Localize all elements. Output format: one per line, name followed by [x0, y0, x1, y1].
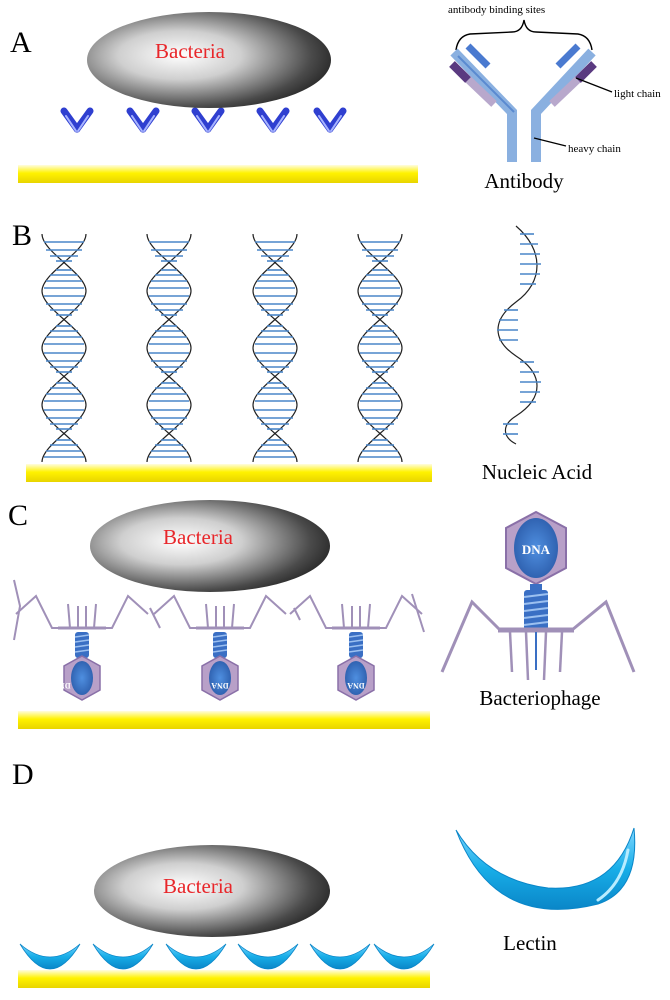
dna-double-helix — [252, 233, 298, 463]
surface-antibody — [260, 111, 286, 161]
lectin-structure-diagram — [455, 827, 636, 910]
panel-c: C DNA DNA DNA Bacteria — [8, 499, 636, 729]
surface-lectin — [19, 943, 81, 970]
immobilized-phage — [14, 594, 150, 702]
dna-probe-array — [41, 233, 403, 463]
phage-dna-label: DNA — [53, 681, 71, 690]
surface-antibody — [64, 111, 90, 161]
lectin-array — [19, 943, 435, 970]
surface-lectin — [309, 943, 371, 970]
heavy-chain-label: heavy chain — [568, 143, 621, 155]
panel-b: B — [12, 219, 593, 484]
phage-dna-label: DNA — [347, 681, 365, 690]
bacteria-label-c: Bacteria — [163, 525, 234, 549]
surface-lectin — [92, 943, 154, 970]
binding-sites-label: antibody binding sites — [448, 4, 545, 16]
surface-lectin — [165, 943, 227, 970]
bacteria-cell-c — [90, 500, 330, 592]
dna-double-helix — [146, 233, 192, 463]
bacteria-label-d: Bacteria — [163, 874, 234, 898]
bacteriophage-structure-diagram — [440, 510, 636, 681]
bacteriophage-legend-title: Bacteriophage — [479, 686, 600, 710]
light-chain-label: light chain — [614, 88, 661, 100]
single-strand-nucleic-acid — [497, 225, 541, 445]
sensor-surface-a — [18, 165, 418, 183]
dna-double-helix — [41, 233, 87, 463]
panel-a-letter: A — [10, 26, 32, 59]
antibody-structure-diagram — [449, 19, 613, 162]
sensor-surface-c — [18, 711, 430, 729]
dna-double-helix — [357, 233, 403, 463]
panel-d: D Bacteria Lectin — [12, 758, 636, 988]
surface-lectin — [237, 943, 299, 970]
sensor-surface-b — [26, 464, 432, 482]
phage-legend-dna-label: DNA — [522, 542, 551, 557]
antibody-array — [64, 111, 343, 161]
phage-dna-label: DNA — [211, 681, 229, 690]
bacteria-label-a: Bacteria — [155, 39, 226, 63]
lectin-legend-title: Lectin — [503, 931, 557, 955]
surface-lectin — [373, 943, 435, 970]
bacteria-cell-d — [94, 845, 330, 937]
panel-b-letter: B — [12, 219, 32, 252]
bacteria-cell-a — [87, 12, 331, 108]
sensor-surface-d — [18, 970, 430, 988]
surface-antibody — [195, 111, 221, 161]
panel-d-letter: D — [12, 758, 34, 791]
surface-antibody — [130, 111, 156, 161]
nucleic-acid-legend-title: Nucleic Acid — [482, 460, 593, 484]
antibody-legend-title: Antibody — [484, 169, 564, 193]
surface-antibody — [317, 111, 343, 161]
panel-a: A Bacteria antib — [10, 4, 661, 193]
panel-c-letter: C — [8, 499, 28, 532]
